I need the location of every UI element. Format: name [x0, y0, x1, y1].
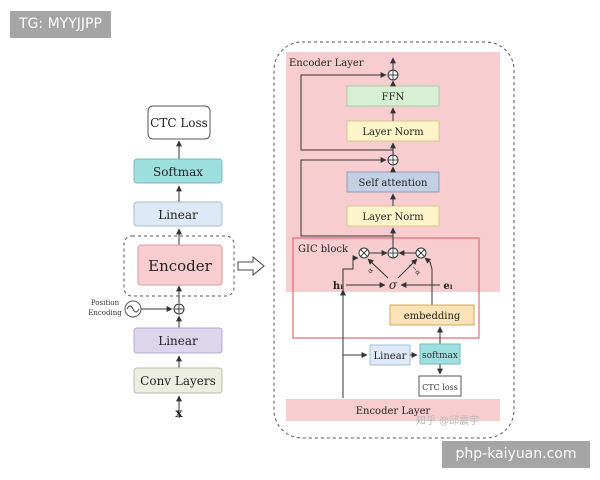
linear-top-box: [133, 201, 223, 227]
gic-block-frame: [292, 237, 480, 339]
encoder-box: [137, 244, 223, 286]
gic-softmax-label: softmax: [422, 351, 458, 361]
linear-bottom-box: [133, 327, 223, 354]
conv-layers-box: [133, 367, 223, 394]
layer-norm-bottom-label: Layer Norm: [362, 212, 424, 223]
position-encoding-label-2: Encoding: [88, 309, 122, 317]
encoder-dashed-frame: [123, 235, 235, 297]
encoder-layer-top-label: Encoder Layer: [289, 58, 364, 69]
position-encoding-label-1: Position: [91, 299, 120, 307]
encoder-label: Encoder: [148, 257, 213, 275]
embedding-label: embedding: [404, 311, 461, 322]
gate-multiply-right-icon: [415, 247, 427, 259]
gic-linear-label: Linear: [374, 351, 407, 362]
linear-bottom-label: Linear: [158, 334, 198, 348]
watermark-top: TG: MYYJJPP: [10, 11, 111, 38]
left-model-stack: CTC Loss Softmax Linear Encoder Position…: [88, 105, 235, 420]
input-x-label: x: [175, 406, 183, 420]
e-l-label: eₗ: [443, 281, 452, 292]
gate-add-icon: [387, 247, 399, 259]
ctc-loss-label: CTC Loss: [150, 116, 208, 130]
conv-layers-label: Conv Layers: [140, 374, 216, 388]
gate-alpha-label: α: [366, 266, 375, 275]
sigma-symbol: σ: [389, 278, 398, 292]
watermark-bottom: php-kaiyuan.com: [442, 441, 590, 468]
ctc-loss-box: [147, 105, 211, 140]
detail-dashed-frame: [273, 41, 515, 439]
gate-multiply-left-icon: [358, 247, 370, 259]
encoder-layer-bottom-label: Encoder Layer: [356, 406, 431, 417]
gic-ctc-loss-box: [418, 375, 462, 397]
softmax-box: [133, 158, 223, 184]
gic-block-label: GIC block: [298, 244, 349, 255]
author-credit: 知乎 @邱震宇: [416, 416, 480, 427]
encoder-detail-panel: Encoder Layer FFN Layer Norm Self attent…: [273, 41, 515, 439]
self-attention-label: Self attention: [359, 178, 428, 189]
ffn-label: FFN: [382, 92, 405, 103]
layer-norm-top-label: Layer Norm: [362, 127, 424, 138]
softmax-label: Softmax: [153, 165, 203, 179]
encoder-layer-bottom-block: [286, 399, 500, 421]
residual-skip-top: [300, 72, 393, 151]
residual-skip-bottom: [300, 157, 393, 237]
expand-arrow-icon: [237, 255, 265, 277]
gic-ctc-loss-label: CTC loss: [422, 383, 458, 392]
embedding-box: [389, 304, 475, 326]
linear-top-label: Linear: [158, 208, 198, 222]
h-l-label: hₗ: [333, 281, 343, 292]
